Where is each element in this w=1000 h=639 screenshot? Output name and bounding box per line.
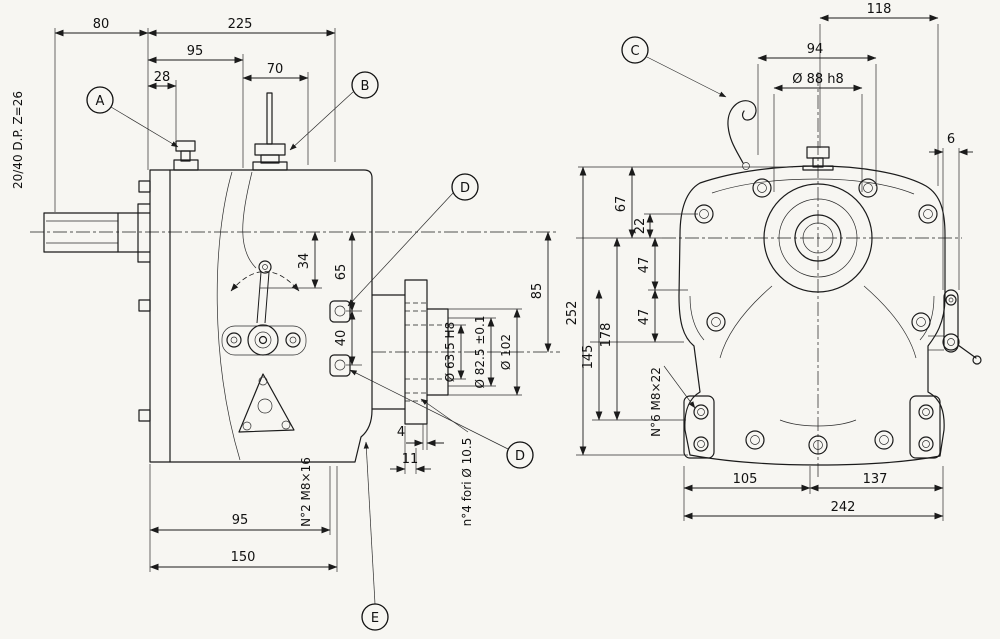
dim-63-5-label: Ø 63.5 H8 <box>443 322 457 382</box>
fori-note: n°4 fori Ø 10.5 <box>420 398 474 527</box>
dim-105: 105 <box>683 472 811 492</box>
balloon-e-label: E <box>371 611 379 626</box>
bottom-extension-lines-front <box>683 466 944 521</box>
dim-102: Ø 102 <box>448 308 522 396</box>
dim-63-5: Ø 63.5 H8 <box>443 322 466 382</box>
side-lever <box>928 289 982 365</box>
balloon-d-upper: D <box>347 173 479 307</box>
housing-front <box>678 165 946 466</box>
shift-lever <box>221 260 307 433</box>
dim-225-label: 225 <box>228 17 253 32</box>
lifting-hook <box>727 100 757 170</box>
dim-67-label: 67 <box>614 196 629 213</box>
dim-105-label: 105 <box>733 472 758 487</box>
dim-34-label: 34 <box>297 253 312 270</box>
balloon-a-label: A <box>96 94 105 109</box>
dim-4-label: 4 <box>397 425 405 440</box>
dim-47-upper-label: 47 <box>637 257 652 274</box>
dim-67: 67 <box>614 166 636 239</box>
dim-80-label: 80 <box>93 17 110 32</box>
dim-47-lower: 47 <box>637 289 659 343</box>
dim-137: 137 <box>809 472 944 492</box>
bolt-holes <box>693 178 938 455</box>
housing-side <box>138 159 373 463</box>
dim-80: 80 <box>54 17 149 212</box>
dim-118-label: 118 <box>867 2 892 17</box>
dipstick <box>254 92 286 164</box>
dim-94: 94 <box>757 42 877 186</box>
front-screw-note-label: N°6 M8×22 <box>649 367 663 437</box>
balloon-c: C <box>621 36 727 98</box>
tapped-holes-note: N°2 M8×16 <box>299 457 313 527</box>
dim-47-lower-label: 47 <box>637 309 652 326</box>
dim-94-label: 94 <box>807 42 824 57</box>
dim-95-bottom: 95 <box>149 464 331 572</box>
dim-47-upper: 47 <box>637 237 659 291</box>
dim-145: 145 <box>581 289 603 421</box>
dim-150-label: 150 <box>231 550 256 565</box>
dim-88: Ø 88 h8 <box>773 72 863 192</box>
dim-102-label: Ø 102 <box>499 334 513 370</box>
dim-252-label: 252 <box>565 301 580 326</box>
dim-11-label: 11 <box>402 452 419 467</box>
dim-22-label: 22 <box>633 218 648 235</box>
dim-70: 70 <box>242 62 309 165</box>
dim-65-label: 65 <box>334 264 349 281</box>
dim-150: 150 <box>149 466 338 572</box>
side-view: 80 225 95 70 28 34 <box>11 17 560 631</box>
dim-95-top-label: 95 <box>187 44 204 59</box>
dim-22: 22 <box>633 213 654 239</box>
dim-225: 225 <box>147 17 336 162</box>
dim-252: 252 <box>565 166 587 456</box>
dim-242: 242 <box>683 500 944 520</box>
dim-65: 65 <box>334 231 362 312</box>
dim-28: 28 <box>147 70 177 140</box>
balloon-d-lower: D <box>349 369 534 469</box>
dim-137-label: 137 <box>863 472 888 487</box>
dim-82-5-label: Ø 82.5 ±0.1 <box>473 316 487 389</box>
dim-6: 6 <box>929 132 973 290</box>
dim-70-label: 70 <box>267 62 284 77</box>
top-bolt <box>802 146 834 171</box>
balloon-d-upper-label: D <box>460 181 470 196</box>
dim-95-bottom-label: 95 <box>232 513 249 528</box>
balloon-a: A <box>86 86 179 148</box>
dim-11: 11 <box>390 426 431 474</box>
balloon-c-label: C <box>630 44 639 59</box>
dim-40-label: 40 <box>334 330 349 347</box>
dim-6-label: 6 <box>947 132 955 147</box>
dim-28-label: 28 <box>154 70 171 85</box>
dim-88-label: Ø 88 h8 <box>792 72 844 87</box>
dim-118: 118 <box>819 2 939 186</box>
balloon-e: E <box>361 441 389 631</box>
front-screw-note: N°6 M8×22 <box>649 365 696 437</box>
fori-note-label: n°4 fori Ø 10.5 <box>460 438 474 527</box>
spline-note: 20/40 D.P. Z=26 <box>11 91 25 189</box>
dim-82-5: Ø 82.5 ±0.1 <box>448 316 496 389</box>
output-flange <box>371 279 449 425</box>
breather-bolt <box>175 140 196 162</box>
dim-242-label: 242 <box>831 500 856 515</box>
dim-34: 34 <box>260 231 322 289</box>
dim-40: 40 <box>334 310 362 366</box>
dim-85: 85 <box>530 231 552 353</box>
balloon-d-lower-label: D <box>515 449 525 464</box>
dim-178-label: 178 <box>599 323 614 348</box>
balloon-b: B <box>289 71 379 151</box>
balloon-b-label: B <box>361 79 370 94</box>
dim-95-top: 95 <box>147 44 244 168</box>
front-view: 118 94 Ø 88 h8 6 <box>565 2 982 521</box>
dim-85-label: 85 <box>530 283 545 300</box>
bearing-boss <box>763 183 873 293</box>
input-shaft <box>43 203 151 263</box>
dim-178: 178 <box>599 237 621 421</box>
dim-4: 4 <box>397 424 444 450</box>
